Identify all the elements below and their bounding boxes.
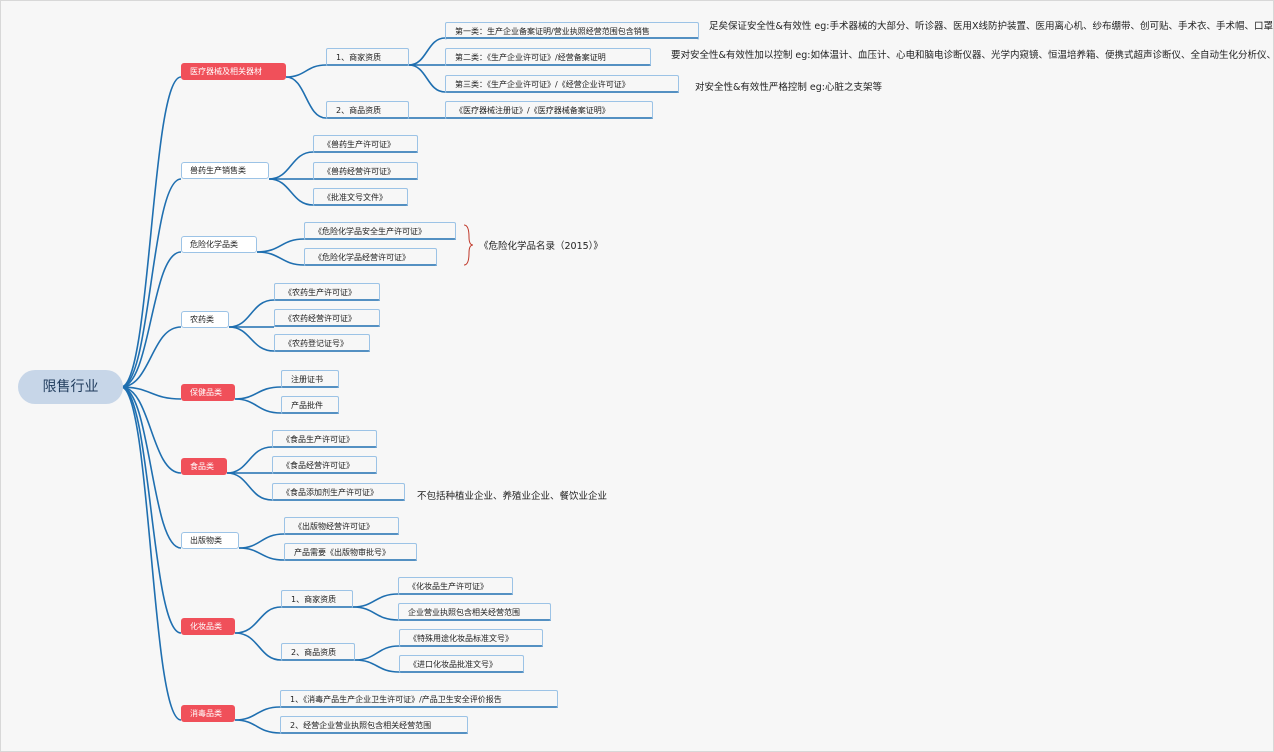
medical-merchant[interactable]: 1、商家资质: [326, 48, 409, 66]
medical-goods[interactable]: 2、商品资质: [326, 101, 409, 119]
connector: [120, 386, 182, 549]
connector: [234, 398, 282, 414]
category-medical[interactable]: 医疗器械及相关器材: [181, 63, 286, 80]
category-chem[interactable]: 危险化学品类: [181, 236, 257, 253]
category-vet[interactable]: 兽药生产销售类: [181, 162, 269, 179]
connector: [408, 64, 446, 93]
connector: [285, 76, 327, 119]
category-pest[interactable]: 农药类: [181, 311, 229, 328]
cosm-special-use-number[interactable]: 《特殊用途化妆品标准文号》: [399, 629, 543, 647]
connector: [234, 386, 282, 400]
connector: [256, 238, 305, 253]
disinf-business-scope[interactable]: 2、经营企业营业执照包含相关经营范围: [280, 716, 468, 734]
disinf-license[interactable]: 1、《消毒产品生产企业卫生许可证》/产品卫生安全评价报告: [280, 690, 558, 708]
medical-class1[interactable]: 第一类：生产企业备案证明/营业执照经营范围包含销售: [445, 22, 699, 40]
connector: [352, 606, 399, 621]
connector: [234, 719, 281, 734]
medical-note-2: 要对安全性&有效性加以控制 eg:如体温计、血压计、心电和脑电诊断仪器、光学内窥…: [671, 50, 1274, 61]
pub-approval-number[interactable]: 产品需要《出版物审批号》: [284, 543, 417, 561]
food-business-license[interactable]: 《食品经营许可证》: [272, 456, 377, 474]
connector: [238, 547, 285, 561]
food-note: 不包括种植业企业、养殖业企业、餐饮业企业: [417, 491, 608, 502]
connector: [285, 64, 327, 78]
connector: [408, 37, 446, 66]
cosm-production-license[interactable]: 《化妆品生产许可证》: [398, 577, 513, 595]
food-additive-license[interactable]: 《食品添加剂生产许可证》: [272, 483, 405, 501]
chem-safety-license[interactable]: 《危险化学品安全生产许可证》: [304, 222, 456, 240]
connector: [120, 251, 182, 388]
connector: [352, 593, 399, 608]
medical-note-1: 足矣保证安全性&有效性 eg:手术器械的大部分、听诊器、医用X线防护装置、医用离…: [709, 21, 1274, 32]
category-health[interactable]: 保健品类: [181, 384, 235, 401]
connector: [120, 386, 182, 474]
pest-registration[interactable]: 《农药登记证号》: [274, 334, 370, 352]
pest-business-license[interactable]: 《农药经营许可证》: [274, 309, 380, 327]
connector: [120, 76, 182, 388]
connector: [268, 178, 314, 206]
connector: [120, 386, 182, 721]
category-pub[interactable]: 出版物类: [181, 532, 239, 549]
chem-business-license[interactable]: 《危险化学品经营许可证》: [304, 248, 437, 266]
pest-production-license[interactable]: 《农药生产许可证》: [274, 283, 380, 301]
connector: [228, 326, 275, 352]
category-cosm[interactable]: 化妆品类: [181, 618, 235, 635]
health-product-approval[interactable]: 产品批件: [281, 396, 339, 414]
connector: [228, 299, 275, 328]
vet-approval-doc[interactable]: 《批准文号文件》: [313, 188, 408, 206]
connector: [226, 446, 273, 474]
connector: [354, 645, 400, 661]
medical-goods-cert[interactable]: 《医疗器械注册证》/《医疗器械备案证明》: [445, 101, 653, 119]
connector: [354, 659, 400, 673]
root-topic[interactable]: 限售行业: [18, 370, 123, 404]
connector: [234, 706, 281, 721]
cosm-merchant[interactable]: 1、商家资质: [281, 590, 353, 608]
medical-class2[interactable]: 第二类：《生产企业许可证》/经营备案证明: [445, 48, 651, 66]
connector: [226, 472, 273, 501]
medical-class3[interactable]: 第三类：《生产企业许可证》/《经营企业许可证》: [445, 75, 679, 93]
cosm-goods[interactable]: 2、商品资质: [281, 643, 355, 661]
summary-bracket: [463, 224, 474, 266]
health-registration-cert[interactable]: 注册证书: [281, 370, 339, 388]
vet-business-license[interactable]: 《兽药经营许可证》: [313, 162, 418, 180]
connector: [120, 178, 182, 388]
vet-production-license[interactable]: 《兽药生产许可证》: [313, 135, 418, 153]
category-disinf[interactable]: 消毒品类: [181, 705, 235, 722]
connector: [238, 533, 285, 549]
pub-business-license[interactable]: 《出版物经营许可证》: [284, 517, 399, 535]
connector: [120, 386, 182, 400]
chem-summary: 《危险化学品名录（2015）》: [479, 241, 603, 252]
connector: [120, 386, 182, 634]
connector: [120, 326, 182, 388]
medical-note-3: 对安全性&有效性严格控制 eg:心脏之支架等: [695, 82, 883, 93]
cosm-import-number[interactable]: 《进口化妆品批准文号》: [399, 655, 524, 673]
food-production-license[interactable]: 《食品生产许可证》: [272, 430, 377, 448]
connector: [256, 251, 305, 266]
connector: [234, 606, 282, 634]
connector: [234, 632, 282, 661]
category-food[interactable]: 食品类: [181, 458, 227, 475]
connector: [268, 151, 314, 180]
cosm-business-scope[interactable]: 企业营业执照包含相关经营范围: [398, 603, 551, 621]
